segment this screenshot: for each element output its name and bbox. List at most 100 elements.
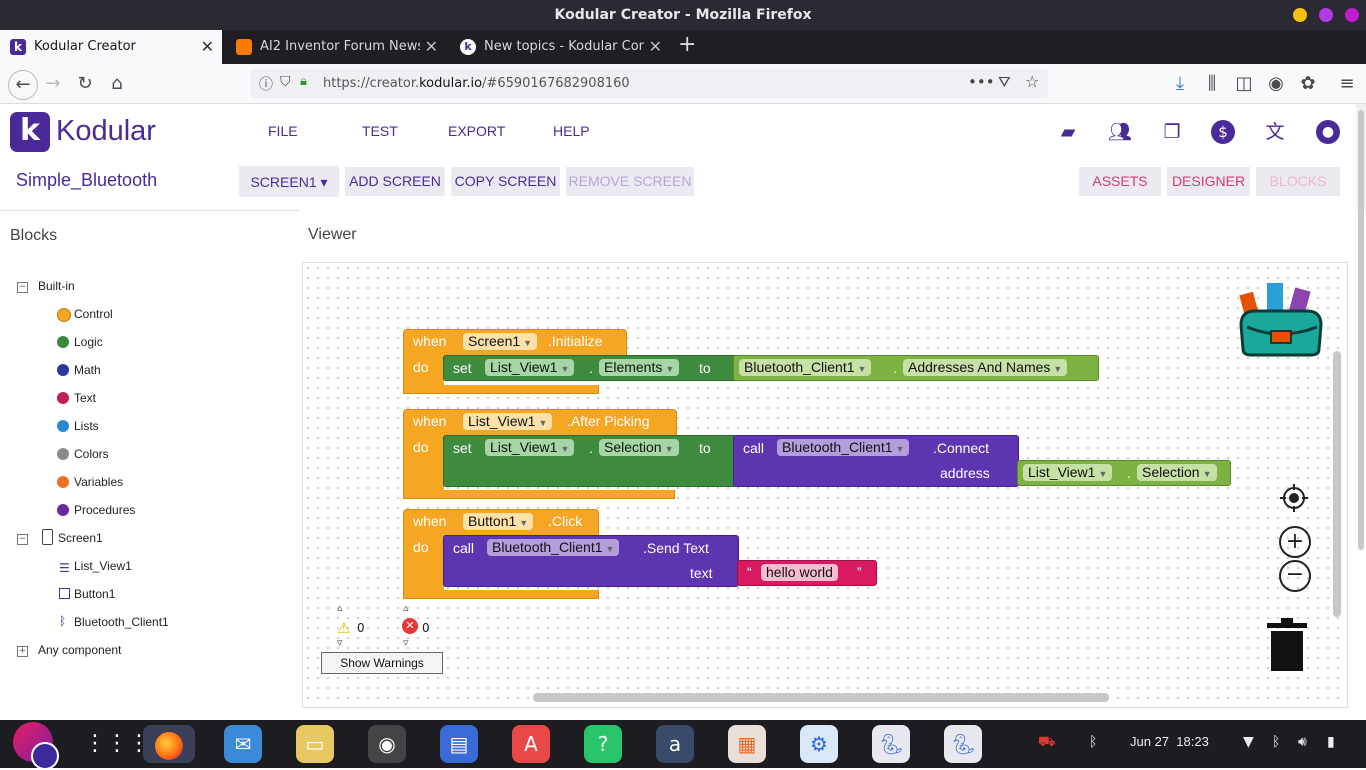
blocks-button[interactable]: BLOCKS — [1256, 167, 1340, 196]
reload-icon[interactable]: ↻ — [77, 73, 93, 94]
forward-arrow-icon[interactable]: → — [45, 73, 61, 94]
app-launcher-icon[interactable] — [13, 722, 59, 770]
arg-component-dropdown[interactable]: List_View1▼ — [1023, 464, 1113, 481]
dashboard-icon[interactable]: ▦ — [728, 725, 766, 763]
sidebar-icon[interactable]: ◫ — [1235, 73, 1253, 94]
help-icon[interactable]: ? — [584, 725, 622, 763]
bluetooth-status-icon[interactable]: ᛒ — [1272, 734, 1281, 750]
client-dropdown[interactable]: Bluetooth_Client1▼ — [777, 439, 910, 456]
expand-icon[interactable]: + — [17, 646, 28, 657]
screen-select[interactable]: SCREEN1 ▾ — [239, 166, 339, 197]
files-icon[interactable]: ▭ — [296, 725, 334, 763]
thunderbird-icon[interactable]: ✉ — [224, 725, 262, 763]
errors-down-arrow-icon[interactable]: ▿ — [403, 636, 409, 649]
volume-icon[interactable]: 🔊︎ — [1298, 734, 1307, 750]
builtin-folder[interactable]: Built-in — [38, 279, 75, 293]
new-tab-button[interactable]: + — [678, 32, 697, 57]
hamburger-menu-icon[interactable]: ≡ — [1339, 73, 1355, 94]
kodular-logo-icon[interactable]: k — [10, 112, 50, 152]
close-tab-icon[interactable]: ✕ — [424, 37, 438, 56]
page-actions-icon[interactable]: ••• — [968, 73, 995, 91]
back-arrow-icon[interactable]: ← — [8, 70, 38, 100]
menu-file[interactable]: FILE — [268, 123, 298, 139]
source-component-dropdown[interactable]: Bluetooth_Client1▼ — [739, 359, 872, 376]
shield-icon[interactable]: ⛉ — [280, 74, 291, 90]
app-grid-icon[interactable]: ⋮⋮⋮ — [84, 731, 150, 756]
component-dropdown[interactable]: List_View1▼ — [463, 413, 553, 430]
minimize-button[interactable] — [1293, 8, 1307, 22]
screen1-node[interactable]: Screen1 — [58, 531, 103, 545]
warnings-up-arrow-icon[interactable]: ▵ — [337, 601, 343, 614]
copy-screen-button[interactable]: COPY SCREEN — [451, 167, 560, 196]
designer-button[interactable]: DESIGNER — [1167, 167, 1250, 196]
assets-button[interactable]: ASSETS — [1079, 167, 1161, 196]
software-center-icon[interactable]: A — [512, 725, 550, 763]
bookmark-star-icon[interactable]: ☆ — [1025, 72, 1040, 91]
account-icon[interactable]: ◉ — [1268, 73, 1284, 94]
warnings-down-arrow-icon[interactable]: ▿ — [337, 636, 343, 649]
collapse-icon[interactable]: − — [17, 534, 28, 545]
collapse-icon[interactable]: − — [17, 282, 28, 293]
center-workspace-icon[interactable] — [1279, 483, 1309, 513]
extension-icon[interactable]: ✿ — [1300, 73, 1316, 94]
battery-icon[interactable]: ▮ — [1327, 734, 1335, 750]
source-property-dropdown[interactable]: Addresses And Names▼ — [903, 359, 1068, 376]
client-dropdown[interactable]: Bluetooth_Client1▼ — [487, 539, 620, 556]
writer-icon[interactable]: ▤ — [440, 725, 478, 763]
add-screen-button[interactable]: ADD SCREEN — [345, 167, 445, 196]
close-tab-icon[interactable]: ✕ — [648, 37, 662, 56]
downloads-icon[interactable]: ⤓ — [1176, 73, 1184, 94]
show-warnings-button[interactable]: Show Warnings — [321, 652, 443, 674]
component-button1[interactable]: Button1 — [74, 587, 116, 601]
tab-ai2-forum[interactable]: AI2 Inventor Forum News ✕ — [226, 30, 446, 64]
remove-screen-button[interactable]: REMOVE SCREEN — [566, 167, 694, 196]
property-dropdown[interactable]: Elements▼ — [599, 359, 680, 376]
page-scrollbar[interactable] — [1356, 104, 1366, 550]
update-indicator-icon[interactable]: ⛟ — [1038, 734, 1056, 750]
user-account-icon[interactable]: ● — [1316, 120, 1340, 144]
close-window-button[interactable] — [1345, 8, 1359, 22]
settings-icon[interactable]: ⚙ — [800, 725, 838, 763]
component-bluetooth-client1[interactable]: Bluetooth_Client1 — [74, 615, 169, 629]
property-dropdown[interactable]: Selection▼ — [599, 439, 679, 456]
wifi-icon[interactable]: ▼ — [1243, 734, 1254, 750]
backpack-icon[interactable] — [1237, 275, 1325, 357]
translate-icon[interactable]: 文 — [1265, 121, 1285, 143]
library-icon[interactable]: ⫼ — [1207, 73, 1217, 94]
dollar-icon[interactable]: $ — [1211, 120, 1235, 144]
clock[interactable]: Jun 27 18:23 — [1130, 734, 1209, 749]
trash-icon[interactable] — [1265, 617, 1309, 673]
community-icon[interactable]: 👥︎ — [1108, 121, 1133, 143]
component-dropdown[interactable]: Screen1▼ — [463, 333, 538, 350]
my-projects-icon[interactable]: ▰ — [1060, 121, 1076, 143]
tab-kodular-community[interactable]: k New topics - Kodular Comm ✕ — [450, 30, 670, 64]
zoom-out-icon[interactable]: − — [1279, 560, 1311, 592]
arg-property-dropdown[interactable]: Selection▼ — [1137, 464, 1217, 481]
library-icon[interactable]: ❐ — [1163, 121, 1181, 143]
any-component-node[interactable]: Any component — [38, 643, 122, 657]
firefox-icon[interactable] — [143, 725, 195, 763]
blocks-workspace[interactable]: when Screen1▼ .Initialize do set List_Vi… — [302, 262, 1348, 708]
tab-kodular-creator[interactable]: k Kodular Creator ✕ — [0, 30, 222, 64]
url-bar[interactable]: ⓘ ⛉ 🔒︎ https://creator.kodular.io/#65901… — [250, 69, 1048, 98]
menu-export[interactable]: EXPORT — [448, 123, 506, 139]
info-icon[interactable]: ⓘ — [259, 77, 273, 93]
target-dropdown[interactable]: List_View1▼ — [485, 359, 575, 376]
pocket-icon[interactable]: ⛛ — [998, 73, 1011, 91]
target-dropdown[interactable]: List_View1▼ — [485, 439, 575, 456]
component-list-view1[interactable]: List_View1 — [74, 559, 132, 573]
zoom-in-icon[interactable]: + — [1279, 526, 1311, 558]
amazon-icon[interactable]: a — [656, 725, 694, 763]
component-dropdown[interactable]: Button1▼ — [463, 513, 534, 530]
text-value-field[interactable]: hello world — [761, 564, 838, 581]
bluetooth-tray-icon[interactable]: ᛒ — [1089, 734, 1098, 750]
close-tab-icon[interactable]: ✕ — [200, 37, 214, 56]
maximize-button[interactable] — [1319, 8, 1333, 22]
vertical-scrollbar[interactable] — [1333, 351, 1341, 617]
rhythmbox-icon[interactable]: ◉ — [368, 725, 406, 763]
home-icon[interactable]: ⌂ — [111, 73, 123, 94]
horizontal-scrollbar[interactable] — [533, 693, 1109, 702]
menu-test[interactable]: TEST — [362, 123, 398, 139]
menu-help[interactable]: HELP — [553, 123, 590, 139]
python-file-icon[interactable]: 🐍︎ — [872, 725, 910, 763]
